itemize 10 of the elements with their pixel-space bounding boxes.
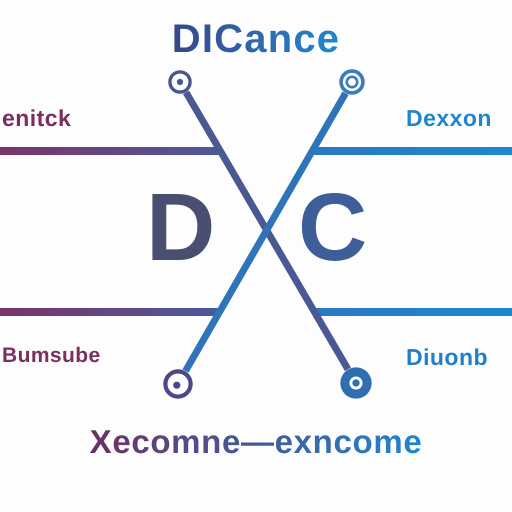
side-label: enitck [2,104,72,133]
ring-node [163,369,193,399]
side-label: Bumsube [2,343,101,369]
large-letter: D [146,180,216,276]
side-label: Diuonb [406,343,488,372]
ring-node [168,70,192,94]
ring-node [340,367,372,399]
large-letter: C [298,180,368,276]
ring-node [339,69,365,95]
side-label: Dexxon [406,104,492,133]
